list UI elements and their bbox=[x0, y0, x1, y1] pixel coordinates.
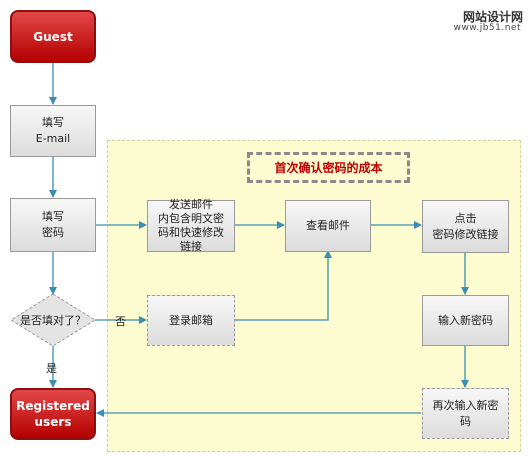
reenter-new-password-node: 再次输入新密 码 bbox=[422, 388, 509, 439]
edge-login-view bbox=[235, 250, 332, 321]
login-mailbox-node: 登录邮箱 bbox=[147, 295, 235, 346]
watermark-name: 网站设计网 bbox=[462, 10, 523, 24]
fill-password-node: 填写 密码 bbox=[10, 198, 96, 252]
fill-email-node: 填写 E-mail bbox=[10, 105, 96, 157]
decision-label: 是否填对了？ bbox=[20, 314, 86, 327]
edge-label-no: 否 bbox=[115, 315, 126, 328]
edge-label-yes: 是 bbox=[46, 362, 57, 375]
enter-new-password-node: 输入新密码 bbox=[422, 295, 509, 346]
send-email-node: 发送邮件 内包含明文密 码和快速修改 链接 bbox=[147, 198, 235, 253]
decision-diamond bbox=[10, 293, 96, 347]
registered-users-node: Registered users bbox=[10, 388, 96, 440]
watermark-url: www.jb51.net bbox=[453, 23, 521, 33]
click-link-node: 点击 密码修改链接 bbox=[422, 200, 509, 253]
guest-node: Guest bbox=[10, 10, 96, 63]
view-email-node: 查看邮件 bbox=[285, 200, 371, 252]
diagram-title: 首次确认密码的成本 bbox=[247, 152, 410, 183]
